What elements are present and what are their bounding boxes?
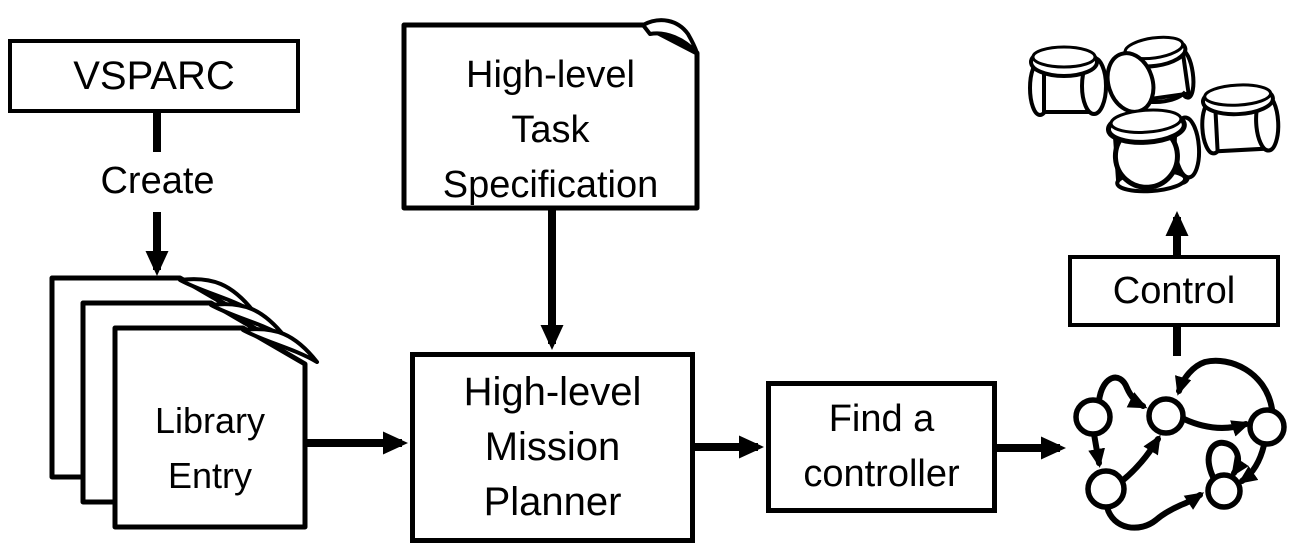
control-label: Control bbox=[1112, 269, 1236, 312]
task-spec-line: Task bbox=[511, 109, 590, 151]
find-controller-line: Find a bbox=[828, 398, 935, 440]
find-controller-line: controller bbox=[803, 453, 960, 495]
task-spec-line: High-level bbox=[466, 54, 635, 96]
automaton-state bbox=[1085, 468, 1127, 510]
mission-planner-line: Mission bbox=[484, 425, 621, 469]
robot-icon bbox=[1200, 83, 1281, 156]
task-spec-document bbox=[401, 18, 700, 211]
task-spec-line: Specification bbox=[442, 164, 659, 206]
automaton-state bbox=[1205, 472, 1243, 510]
library-entry-line: Entry bbox=[167, 454, 253, 496]
automaton-transition bbox=[1175, 357, 1275, 412]
page-fold-icon bbox=[641, 18, 699, 55]
automaton-transition bbox=[1181, 416, 1251, 437]
library-entry-stack bbox=[49, 275, 319, 530]
robot-icon bbox=[1105, 35, 1196, 114]
robot-team bbox=[1028, 35, 1281, 194]
library-entry-label: Library Entry bbox=[115, 328, 305, 547]
page-fold-icon bbox=[241, 327, 319, 364]
automaton-transition bbox=[1104, 492, 1205, 531]
create-edge-label: Create bbox=[100, 159, 215, 202]
automaton-transition bbox=[1205, 439, 1249, 480]
automaton-transition bbox=[1096, 374, 1148, 409]
library-entry-line: Library bbox=[154, 399, 266, 441]
vsparc-label: VSPARC bbox=[73, 53, 235, 98]
mission-planner-line: Planner bbox=[483, 480, 622, 524]
robot-icon bbox=[1105, 108, 1202, 194]
robot-icon bbox=[1028, 45, 1108, 117]
automaton-state bbox=[1247, 407, 1287, 447]
controller-automaton bbox=[1073, 357, 1287, 531]
automaton-transition bbox=[1088, 431, 1105, 468]
document-page bbox=[112, 325, 308, 530]
automaton-state bbox=[1073, 397, 1113, 437]
task-spec-label: High-level Task Specification bbox=[404, 25, 697, 222]
automaton-state bbox=[1146, 396, 1186, 436]
vsparc-box: VSPARC bbox=[8, 39, 300, 113]
automaton-transition bbox=[1119, 434, 1161, 484]
control-box: Control bbox=[1068, 255, 1280, 327]
mission-planner-box: High-level Mission Planner bbox=[410, 352, 695, 543]
document-page bbox=[401, 22, 700, 211]
find-controller-box: Find a controller bbox=[766, 381, 997, 513]
mission-planner-line: High-level bbox=[463, 370, 642, 414]
automaton-transition bbox=[1237, 442, 1267, 484]
